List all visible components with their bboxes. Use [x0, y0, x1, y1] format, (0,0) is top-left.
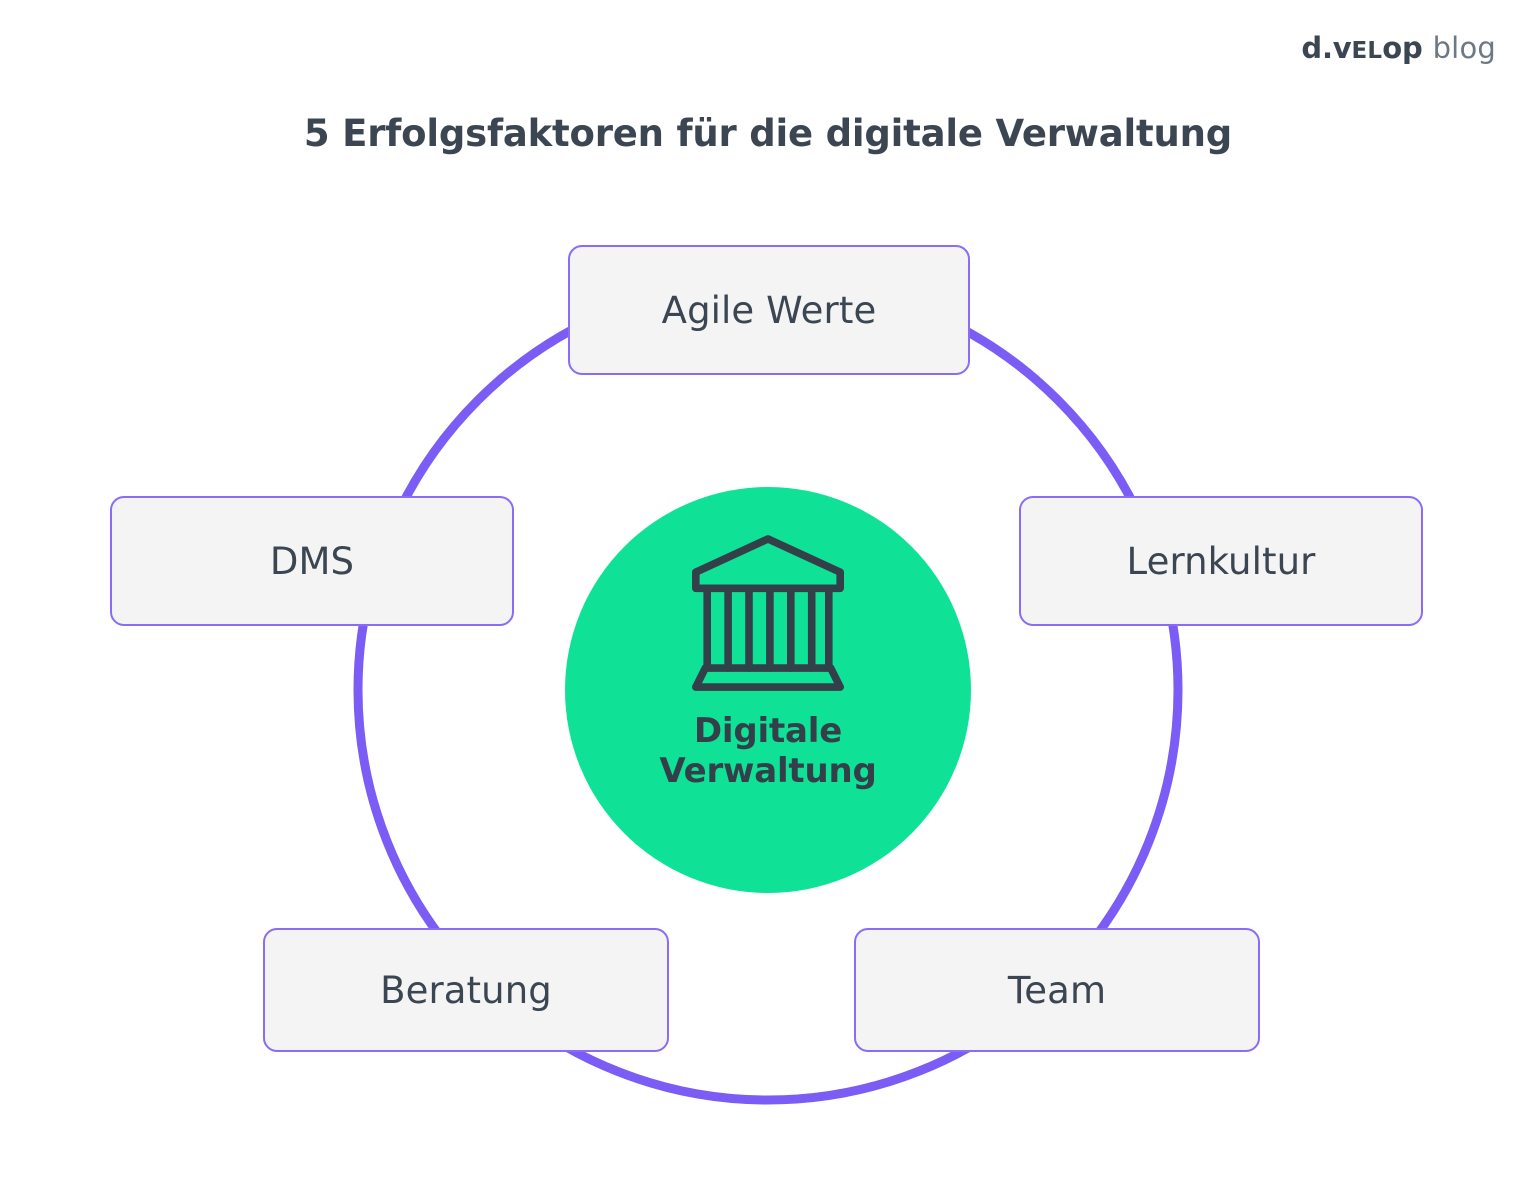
page-title: 5 Erfolgsfaktoren für die digitale Verwa…	[303, 112, 1233, 155]
brand-mark-smallcap: EL	[1351, 38, 1383, 64]
factor-label: DMS	[269, 539, 355, 583]
factor-box-team[interactable]: Team	[854, 928, 1260, 1052]
factor-box-dms[interactable]: DMS	[110, 496, 514, 626]
factor-box-lernkultur[interactable]: Lernkultur	[1019, 496, 1423, 626]
brand-mark-main: d.v	[1301, 31, 1352, 65]
factor-label: Beratung	[380, 968, 552, 1012]
center-node-label: Digitale Verwaltung	[659, 711, 877, 792]
factor-label: Agile Werte	[661, 288, 877, 332]
factor-box-agile-werte[interactable]: Agile Werte	[568, 245, 970, 375]
brand-mark-tail: op	[1382, 31, 1423, 65]
factor-label: Team	[1007, 968, 1107, 1012]
center-node: Digitale Verwaltung	[565, 487, 971, 893]
brand-logo: d.vELop blog	[1301, 34, 1496, 63]
brand-mark: d.vELop	[1301, 34, 1422, 63]
brand-word: blog	[1432, 31, 1496, 65]
government-building-icon	[692, 535, 844, 691]
factor-label: Lernkultur	[1126, 539, 1316, 583]
factor-box-beratung[interactable]: Beratung	[263, 928, 669, 1052]
